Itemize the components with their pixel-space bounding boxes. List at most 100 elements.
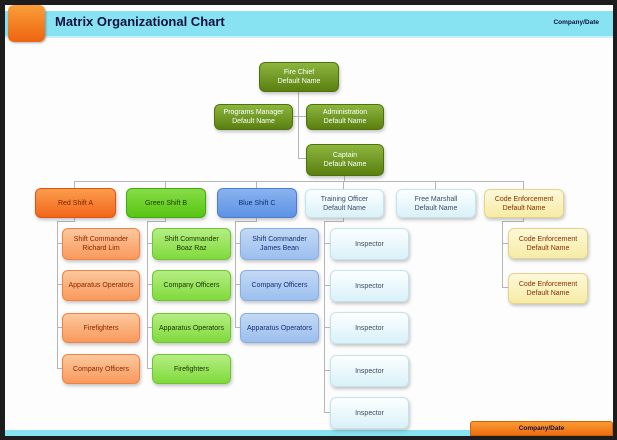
- org-node-blue-shift-c[interactable]: Blue Shift C: [217, 188, 297, 218]
- node-title: Code Enforcement: [494, 195, 554, 203]
- org-node-inspector-2[interactable]: Inspector: [330, 270, 409, 302]
- connector-line: [235, 221, 236, 327]
- node-title: Blue Shift C: [238, 199, 276, 207]
- node-title: Code Enforcement: [518, 235, 578, 243]
- node-title: Programs Manager: [223, 109, 284, 116]
- connector-line: [74, 181, 523, 182]
- connector-line: [291, 116, 306, 117]
- org-node-blue-apparatus-operators[interactable]: Apparatus Operators: [240, 313, 319, 343]
- connector-line: [57, 221, 58, 368]
- node-subtitle: Default Name: [323, 204, 366, 212]
- connector-line: [147, 221, 148, 368]
- org-node-training-officer[interactable]: Training Officer Default Name: [305, 189, 384, 218]
- org-node-programs-manager[interactable]: Programs Manager Default Name: [214, 104, 293, 130]
- connector-line: [502, 287, 508, 288]
- node-subtitle: Default Name: [232, 118, 275, 125]
- org-node-green-firefighters[interactable]: Firefighters: [152, 354, 231, 384]
- node-title: Company Officers: [251, 282, 308, 289]
- node-title: Green Shift B: [144, 199, 188, 207]
- org-node-inspector-4[interactable]: Inspector: [330, 355, 409, 387]
- connector-line: [344, 174, 345, 182]
- connector-line: [57, 284, 62, 285]
- org-node-free-marshall[interactable]: Free Marshall Default Name: [396, 189, 476, 218]
- footer-company-date: Company/Date: [518, 425, 565, 432]
- connector-line: [324, 285, 330, 286]
- node-subtitle: Default Name: [323, 161, 367, 168]
- org-node-code-enforcement-sub-1[interactable]: Code Enforcement Default Name: [508, 228, 588, 259]
- connector-line: [523, 216, 524, 221]
- connector-line: [165, 216, 166, 221]
- node-title: Company Officers: [163, 282, 220, 289]
- org-node-fire-chief[interactable]: Fire Chief Default Name: [259, 62, 339, 92]
- org-node-blue-shift-commander[interactable]: Shift Commander James Bean: [240, 228, 319, 260]
- node-title: Shift Commander: [164, 236, 219, 243]
- connector-line: [343, 181, 344, 189]
- org-node-captain[interactable]: Captain Default Name: [306, 144, 384, 176]
- connector-line: [235, 284, 240, 285]
- connector-line: [57, 221, 75, 222]
- org-node-blue-company-officers[interactable]: Company Officers: [240, 270, 319, 301]
- org-node-red-shift-commander[interactable]: Shift Commander Richard Lim: [62, 228, 140, 260]
- connector-line: [147, 368, 152, 369]
- connector-line: [57, 243, 62, 244]
- connector-line: [235, 327, 240, 328]
- node-title: Apparatus Operators: [247, 324, 312, 332]
- connector-line: [235, 243, 240, 244]
- connector-line: [502, 243, 508, 244]
- org-node-red-apparatus-operators[interactable]: Apparatus Operators: [62, 270, 140, 301]
- org-node-inspector-5[interactable]: Inspector: [330, 397, 409, 429]
- node-title: Captain: [332, 152, 358, 159]
- org-node-green-shift-b[interactable]: Green Shift B: [126, 188, 206, 218]
- connector-line: [324, 243, 330, 244]
- connector-line: [502, 221, 524, 222]
- node-title: Firefighters: [173, 365, 209, 373]
- node-title: Inspector: [355, 367, 384, 375]
- connector-line: [57, 327, 62, 328]
- connector-line: [256, 216, 257, 221]
- connector-line: [435, 181, 436, 189]
- org-node-green-shift-commander[interactable]: Shift Commander Boaz Raz: [152, 228, 231, 260]
- connector-line: [324, 327, 330, 328]
- org-node-red-firefighters[interactable]: Firefighters: [62, 313, 140, 343]
- connector-line: [324, 221, 344, 222]
- connector-line: [147, 327, 152, 328]
- node-title: Inspector: [355, 240, 384, 248]
- footer-company-date-bar: Company/Date: [470, 421, 613, 436]
- node-title: Training Officer: [320, 195, 369, 203]
- node-title: Apparatus Operators: [68, 282, 134, 289]
- node-subtitle: Default Name: [526, 244, 570, 252]
- node-title: Apparatus Operators: [159, 324, 224, 332]
- connector-line: [57, 368, 62, 369]
- node-subtitle: Richard Lim: [82, 245, 120, 252]
- org-node-red-company-officers[interactable]: Company Officers: [62, 354, 140, 384]
- connector-line: [147, 243, 152, 244]
- org-node-inspector-3[interactable]: Inspector: [330, 312, 409, 344]
- connector-line: [324, 412, 330, 413]
- node-subtitle: Default Name: [414, 204, 458, 212]
- node-title: Inspector: [355, 282, 384, 290]
- org-node-inspector-1[interactable]: Inspector: [330, 228, 409, 260]
- footer-band: [5, 430, 613, 436]
- node-subtitle: James Bean: [260, 245, 299, 252]
- org-node-green-company-officers[interactable]: Company Officers: [152, 270, 231, 301]
- org-node-green-apparatus-operators[interactable]: Apparatus Operators: [152, 313, 231, 343]
- connector-line: [147, 221, 166, 222]
- node-title: Red Shift A: [57, 199, 94, 207]
- node-title: Firefighters: [83, 324, 119, 332]
- node-title: Free Marshall: [414, 195, 458, 203]
- org-node-code-enforcement[interactable]: Code Enforcement Default Name: [484, 189, 564, 218]
- org-node-administration[interactable]: Administration Default Name: [306, 104, 384, 130]
- connector-line: [235, 221, 257, 222]
- connector-line: [298, 158, 306, 159]
- node-title: Fire Chief: [283, 69, 315, 76]
- company-logo: [8, 5, 45, 42]
- node-subtitle: Default Name: [277, 78, 321, 85]
- node-title: Company Officers: [73, 365, 129, 373]
- connector-line: [74, 181, 75, 188]
- node-title: Shift Commander: [73, 236, 129, 243]
- org-node-red-shift-a[interactable]: Red Shift A: [35, 188, 116, 218]
- connector-line: [298, 90, 299, 158]
- connector-line: [502, 221, 503, 287]
- connector-line: [147, 284, 152, 285]
- org-node-code-enforcement-sub-2[interactable]: Code Enforcement Default Name: [508, 273, 588, 304]
